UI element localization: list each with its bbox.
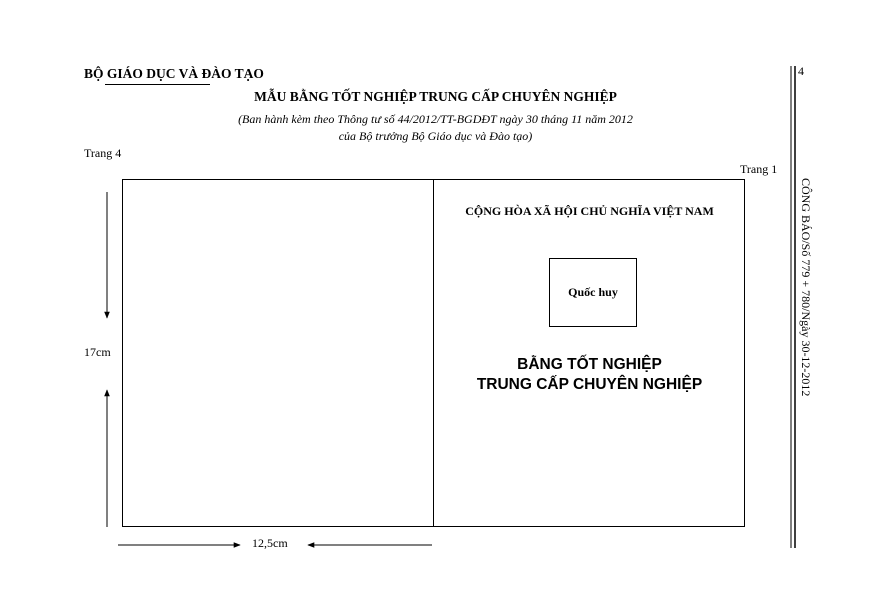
width-dimension-label: 12,5cm bbox=[252, 536, 288, 550]
page-label-right: Trang 1 bbox=[740, 162, 778, 176]
ministry-underline bbox=[105, 84, 210, 85]
page-label-left: Trang 4 bbox=[84, 146, 122, 160]
emblem-label: Quốc huy bbox=[568, 285, 618, 299]
height-dimension-label: 17cm bbox=[84, 345, 111, 359]
document-title: MẪU BẰNG TỐT NGHIỆP TRUNG CẤP CHUYÊN NGH… bbox=[254, 89, 617, 104]
ministry-name: BỘ GIÁO DỤC VÀ ĐÀO TẠO bbox=[84, 66, 264, 81]
issued-note-line2: của Bộ trưởng Bộ Giáo dục và Đào tạo) bbox=[338, 129, 533, 143]
diploma-title-line2: TRUNG CẤP CHUYÊN NGHIỆP bbox=[476, 376, 703, 393]
frame-divider bbox=[433, 179, 434, 527]
republic-heading: CỘNG HÒA XÃ HỘI CHỦ NGHĨA VIỆT NAM bbox=[465, 204, 714, 218]
gazette-header-vertical: CÔNG BÁO/Số 779 + 780/Ngày 30-12-2012 bbox=[799, 178, 813, 397]
page-number: 4 bbox=[798, 64, 804, 78]
national-emblem-box: Quốc huy bbox=[549, 258, 637, 327]
diploma-title-line1: BẰNG TỐT NGHIỆP bbox=[517, 356, 662, 373]
issued-note-line1: (Ban hành kèm theo Thông tư số 44/2012/T… bbox=[238, 112, 633, 126]
